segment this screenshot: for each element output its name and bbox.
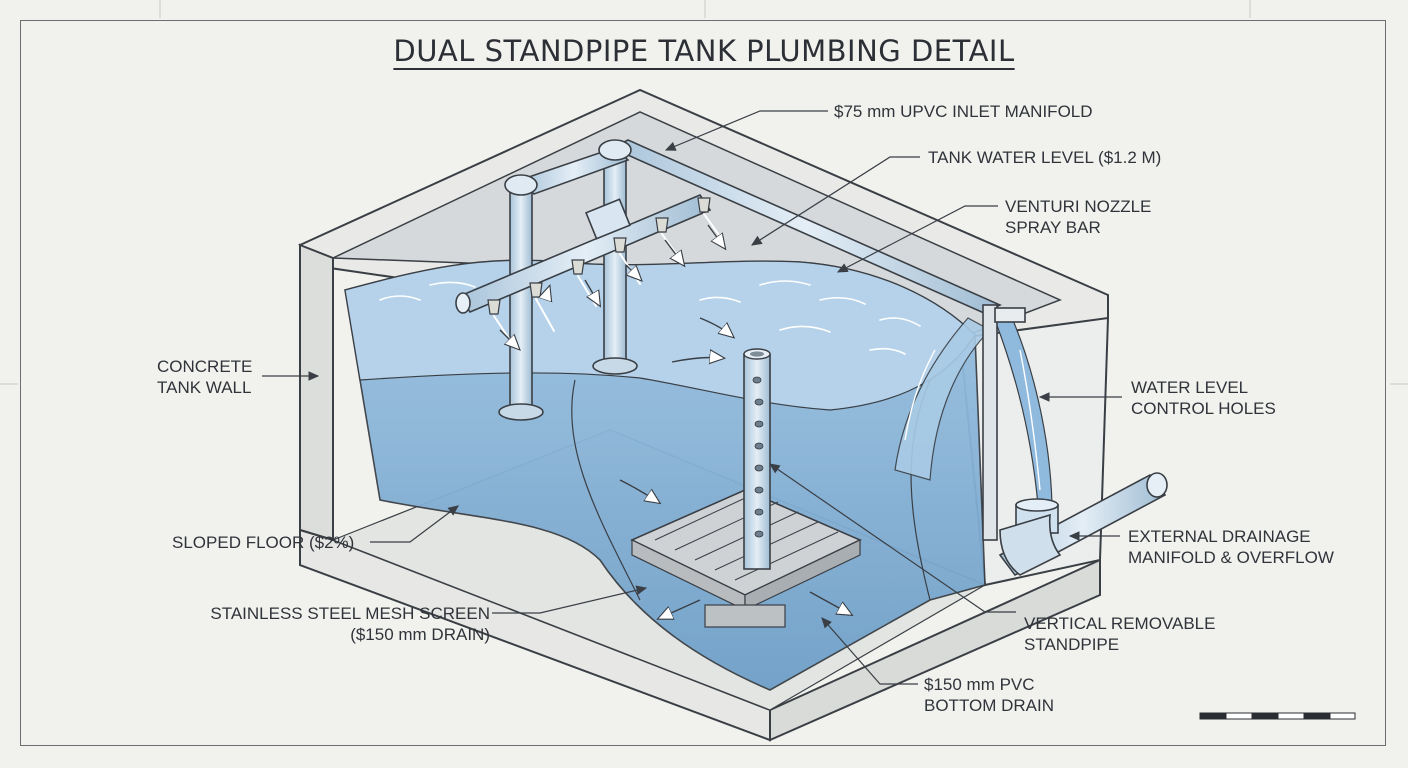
label-venturi-nozzle: VENTURI NOZZLE SPRAY BAR [1005,197,1152,237]
overflow-cascade [894,317,1053,506]
leader-lines [262,110,1122,685]
label-standpipe: VERTICAL REMOVABLE STANDPIPE [1024,614,1216,654]
leader-sloped-floor [370,505,459,543]
external-drainage [982,304,1168,577]
standpipe [743,348,771,570]
label-mesh-screen: STAINLESS STEEL MESH SCREEN ($150 mm DRA… [210,604,490,644]
scale-bar [1199,712,1356,720]
label-control-holes: WATER LEVEL CONTROL HOLES [1131,378,1276,418]
leader-inlet-manifold [664,110,828,151]
leader-standpipe [769,463,1016,613]
label-water-level: TANK WATER LEVEL ($1.2 M) [928,148,1162,167]
label-bottom-drain: $150 mm PVC BOTTOM DRAIN [924,675,1055,715]
leader-mesh [492,585,648,614]
inlet-manifold [455,139,1002,421]
label-inlet-manifold: $75 mm UPVC INLET MANIFOLD [834,102,1093,121]
leader-bottom-drain [821,617,918,685]
flow-arrows [499,224,732,502]
drawing-title: DUAL STANDPIPE TANK PLUMBING DETAIL [393,34,1015,68]
label-sloped-floor: SLOPED FLOOR ($2%) [172,533,355,552]
leader-venturi [836,205,998,273]
drain-arrows [660,591,850,618]
leader-water-level [750,156,920,246]
label-concrete-wall: CONCRETE TANK WALL [157,357,253,397]
label-external-drainage: EXTERNAL DRAINAGE MANIFOLD & OVERFLOW [1128,527,1334,567]
sheet-ticks [0,0,1408,385]
